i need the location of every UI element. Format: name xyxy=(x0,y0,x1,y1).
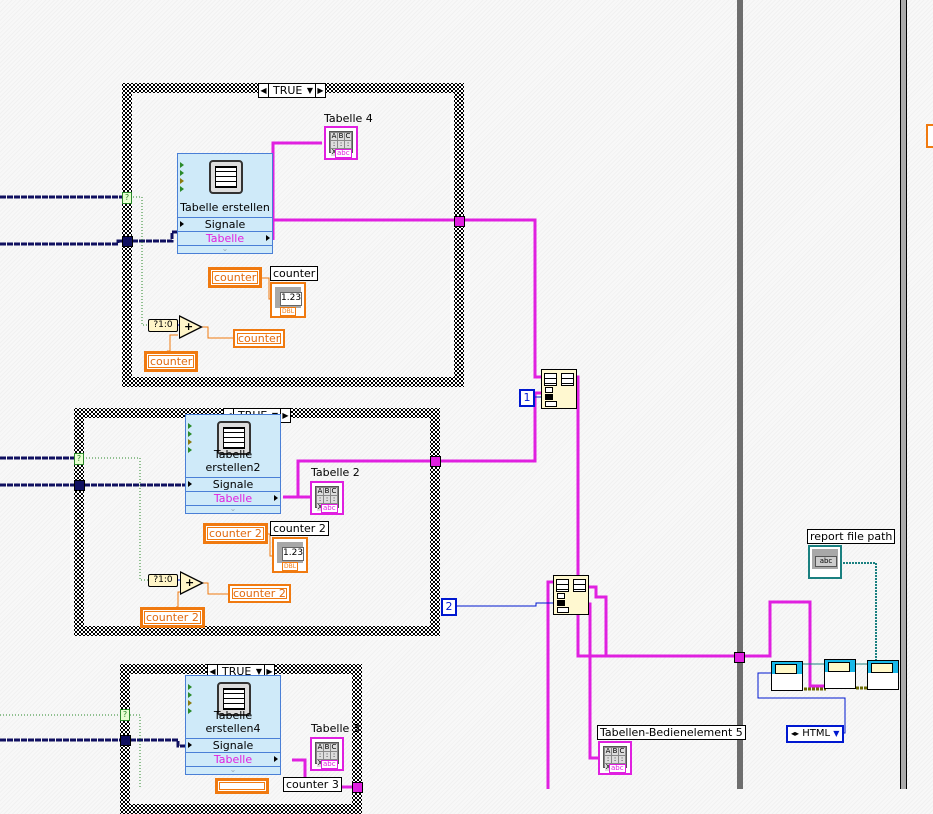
sequence-frame-border xyxy=(737,0,743,789)
expand-handle[interactable]: ⌄ xyxy=(177,245,273,254)
decrement-arrow-icon[interactable]: ◀ xyxy=(208,665,218,678)
input-tunnel xyxy=(74,480,85,491)
table-indicator-label: Tabelle 4 xyxy=(324,112,373,125)
input-signale[interactable]: Signale xyxy=(177,217,273,232)
dropdown-arrow-icon: ▼ xyxy=(833,729,840,738)
input-signale[interactable]: Signale xyxy=(185,477,281,492)
input-tunnel xyxy=(120,735,131,746)
table-indicator-label: Tabelle 2 xyxy=(311,466,360,479)
table-indicator-tabelle-4[interactable]: ABC:::XYZ abc xyxy=(324,126,358,160)
add-node[interactable]: + xyxy=(180,571,204,595)
insert-into-array-node-1[interactable] xyxy=(541,369,577,409)
increment-arrow-icon[interactable]: ▶ xyxy=(264,665,274,678)
save-report-to-file-node[interactable] xyxy=(867,660,899,690)
bool-to-int-node[interactable]: ?1:0 xyxy=(148,574,178,587)
string-wire xyxy=(553,602,598,760)
local-variable-counter-2-write[interactable]: counter 2 xyxy=(228,584,291,603)
express-vi-tabelle-erstellen4[interactable]: Tabelle erstellen4 xyxy=(185,675,281,739)
expand-handle[interactable]: ⌄ xyxy=(185,766,281,775)
table-indicator-label: Tabellen-Bedienelement 5 xyxy=(597,725,746,740)
new-report-node[interactable] xyxy=(771,661,803,691)
expand-handle[interactable]: ⌄ xyxy=(185,505,281,514)
output-tunnel xyxy=(430,456,441,467)
table-indicator-label: Tabelle 3 xyxy=(311,722,360,735)
report-type-ring[interactable]: ◂▸ HTML ▼ xyxy=(786,725,845,743)
bool-to-int-node[interactable]: ?1:0 xyxy=(148,319,178,332)
increment-arrow-icon[interactable]: ▶ xyxy=(280,409,290,422)
dropdown-arrow-icon[interactable]: ▼ xyxy=(306,86,313,95)
output-tunnel xyxy=(454,216,465,227)
case-structure-1[interactable] xyxy=(122,83,464,387)
decrement-arrow-icon[interactable]: ◀ xyxy=(259,84,269,97)
int-wire xyxy=(455,602,553,607)
table-indicator-tabelle-2[interactable]: ABC:::XYZ abc xyxy=(310,481,344,515)
string-wire xyxy=(565,375,740,658)
sequence-tunnel xyxy=(734,652,745,663)
increment-arrow-icon[interactable]: ▶ xyxy=(315,84,325,97)
table-icon xyxy=(217,421,251,455)
case-selector-tunnel: ? xyxy=(120,709,130,721)
express-vi-tabelle-erstellen[interactable]: Tabelle erstellen xyxy=(177,153,273,218)
output-tunnel xyxy=(352,782,363,793)
local-variable-partial xyxy=(926,124,933,148)
index-constant-1[interactable]: 1 xyxy=(519,389,535,407)
string-wire xyxy=(586,585,608,656)
express-vi-tabelle-erstellen2[interactable]: Tabelle erstellen2 xyxy=(185,414,281,478)
case-selector-1[interactable]: ◀ TRUE ▼ ▶ xyxy=(258,83,326,98)
index-constant-2[interactable]: 2 xyxy=(441,598,457,616)
ring-arrows-icon: ◂▸ xyxy=(791,729,800,738)
numeric-indicator-counter[interactable]: 1.23 DBL xyxy=(270,282,306,318)
numeric-indicator-label: counter 3 xyxy=(283,777,342,792)
numeric-indicator-label: counter xyxy=(270,266,319,281)
input-signale[interactable]: Signale xyxy=(185,738,281,753)
table-indicator-tabellen-bedienelement-5[interactable]: ABC:::XYZ abc xyxy=(598,741,632,775)
boolean-wire xyxy=(0,714,141,789)
local-variable-counter[interactable]: counter xyxy=(208,267,263,288)
table-icon xyxy=(217,682,251,716)
numeric-indicator-counter-2[interactable]: 1.23 DBL xyxy=(272,537,308,573)
table-indicator-tabelle-3[interactable]: ABC:::XYZ abc xyxy=(310,737,344,771)
local-variable-counter-2-read[interactable]: counter 2 xyxy=(140,607,205,628)
local-variable-counter-read[interactable]: counter xyxy=(144,351,199,372)
input-tunnel xyxy=(122,236,133,247)
case-selector-tunnel: ? xyxy=(74,453,84,465)
append-table-to-report-node[interactable] xyxy=(824,659,856,689)
numeric-indicator-label: counter 2 xyxy=(270,521,329,536)
local-variable-counter-write[interactable]: counter xyxy=(233,329,286,348)
report-file-path-control[interactable]: abc xyxy=(808,545,842,579)
local-variable-counter-2[interactable]: counter 2 xyxy=(203,523,268,544)
report-file-path-label: report file path xyxy=(807,529,896,544)
output-tabelle[interactable]: Tabelle xyxy=(185,752,281,767)
local-variable-counter-3[interactable] xyxy=(215,778,269,794)
path-wire xyxy=(843,562,877,662)
sequence-frame-border-right xyxy=(900,0,907,789)
case-selector-tunnel: ? xyxy=(122,192,132,204)
dropdown-arrow-icon[interactable]: ▼ xyxy=(255,667,262,676)
add-node[interactable]: + xyxy=(179,315,203,339)
insert-into-array-node-2[interactable] xyxy=(553,575,589,615)
table-icon xyxy=(209,160,243,194)
